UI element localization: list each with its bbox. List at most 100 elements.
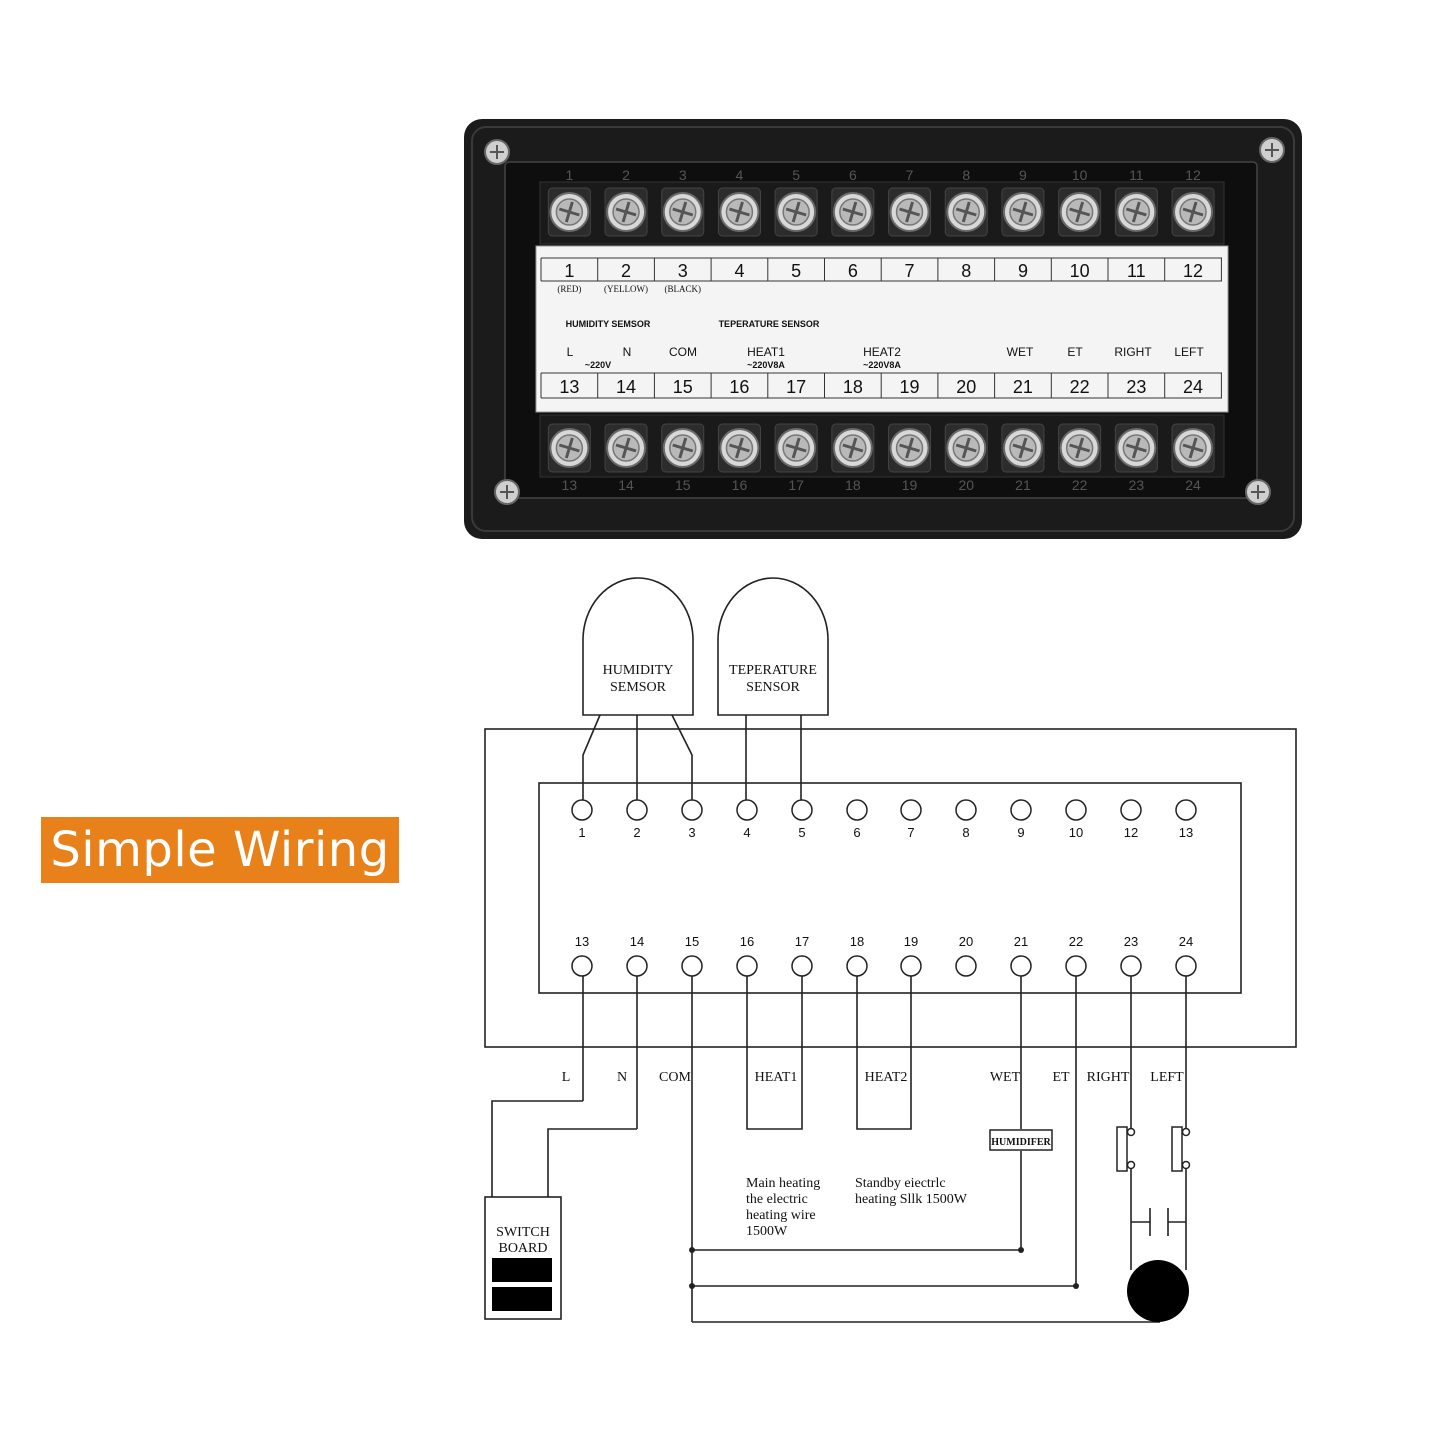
embossed-number: 2 <box>622 167 630 183</box>
embossed-number: 14 <box>618 477 634 493</box>
terminal-circle-top <box>791 799 813 821</box>
embossed-number: 19 <box>902 477 918 493</box>
terminal-number-top: 9 <box>1017 825 1024 840</box>
switch-contact <box>1126 1127 1136 1137</box>
sensor-outline <box>582 577 694 716</box>
wire-color-label: (RED) <box>557 284 581 294</box>
humidifier-label: HUMIDIFER <box>991 1137 1051 1148</box>
embossed-number: 21 <box>1015 477 1031 493</box>
terminal-number-top: 6 <box>853 825 860 840</box>
terminal-function-label: HEAT2 <box>863 345 901 359</box>
terminal-circle-top <box>955 799 977 821</box>
terminal-number-bottom: 24 <box>1179 934 1193 949</box>
humidity-wire-3 <box>671 714 693 800</box>
screw-cross <box>1069 201 1091 223</box>
switch-key <box>492 1258 552 1282</box>
screw-cross <box>842 201 864 223</box>
embossed-number: 11 <box>1129 167 1144 183</box>
housing-rim <box>471 126 1295 532</box>
voltage-label: ~220V <box>585 360 611 370</box>
plate-number-bottom: 19 <box>900 377 920 397</box>
heat1-rating-label: ~220V8A <box>747 360 785 370</box>
terminal-function-label: WET <box>1007 345 1034 359</box>
plate-number-bottom: 23 <box>1126 377 1146 397</box>
embossed-number: 12 <box>1185 167 1201 183</box>
embossed-number: 17 <box>788 477 804 493</box>
terminal-circle-top <box>681 799 703 821</box>
schematic-function-label: HEAT2 <box>865 1070 908 1085</box>
screw-cross <box>729 437 750 459</box>
screw-cross <box>955 437 977 459</box>
switch-key <box>492 1287 552 1311</box>
embossed-number: 23 <box>1129 477 1145 493</box>
terminal-number-top: 7 <box>907 825 914 840</box>
terminal-circle-bottom <box>791 955 813 977</box>
label-plate: 113214315416517618719820921102211231224(… <box>535 245 1229 413</box>
embossed-number: 16 <box>732 477 748 493</box>
schematic-function-label: WET <box>990 1070 1021 1085</box>
terminal-circle-bottom <box>681 955 703 977</box>
plate-number-bottom: 17 <box>786 377 806 397</box>
screw-cross <box>1182 437 1204 459</box>
plate-number-top: 10 <box>1070 261 1090 281</box>
label-plate-bg <box>535 245 1229 413</box>
terminal-circle-top <box>1010 799 1032 821</box>
screw-cross <box>672 201 694 223</box>
terminal-function-label: L <box>567 345 574 359</box>
junction-dot <box>1073 1283 1079 1289</box>
schematic-function-label: N <box>617 1070 627 1085</box>
terminal-number-top: 10 <box>1069 825 1083 840</box>
terminal-circle-top <box>626 799 648 821</box>
screw-cross <box>615 437 637 459</box>
plate-number-bottom: 13 <box>559 377 579 397</box>
plate-number-bottom: 21 <box>1013 377 1033 397</box>
screw-slot <box>1265 143 1279 157</box>
plate-number-bottom: 15 <box>673 377 693 397</box>
embossed-number: 15 <box>675 477 691 493</box>
embossed-number: 13 <box>562 477 578 493</box>
plate-number-top: 4 <box>734 261 744 281</box>
screw-slot <box>1251 485 1265 499</box>
terminal-circle-bottom <box>571 955 593 977</box>
screw-cross <box>842 437 864 459</box>
terminal-circle-bottom <box>900 955 922 977</box>
plate-number-top: 5 <box>791 261 801 281</box>
screw-cross <box>1012 201 1034 223</box>
junction-dot <box>689 1247 695 1253</box>
terminal-number-top: 4 <box>743 825 750 840</box>
terminal-function-label: N <box>623 345 632 359</box>
plate-number-top: 1 <box>564 261 574 281</box>
screw-slot <box>500 485 514 499</box>
terminal-number-top: 2 <box>633 825 640 840</box>
schematic-function-label: L <box>562 1070 571 1085</box>
terminal-number-top: 8 <box>962 825 969 840</box>
plate-number-top: 9 <box>1018 261 1028 281</box>
screw-cross <box>729 201 750 223</box>
main-heating-note: heating wire <box>746 1208 816 1223</box>
terminal-circle-top <box>1120 799 1142 821</box>
plate-number-bottom: 22 <box>1070 377 1090 397</box>
terminal-number-bottom: 16 <box>740 934 754 949</box>
embossed-number: 4 <box>736 167 744 183</box>
screw-cross <box>955 201 977 223</box>
embossed-number: 9 <box>1019 167 1027 183</box>
limit-switch <box>1116 1126 1128 1172</box>
limit-switch <box>1171 1126 1183 1172</box>
terminal-circle-bottom <box>1065 955 1087 977</box>
terminal-circle-top <box>571 799 593 821</box>
sensor-label-line2: SENSOR <box>746 680 800 695</box>
terminal-circle-bottom <box>1120 955 1142 977</box>
terminal-number-bottom: 20 <box>959 934 973 949</box>
humidity-wire-1 <box>582 714 601 800</box>
main-heating-note: Main heating <box>746 1176 820 1191</box>
plate-number-bottom: 24 <box>1183 377 1203 397</box>
switch-board-label-line2: BOARD <box>498 1241 547 1256</box>
terminal-circle-bottom <box>736 955 758 977</box>
embossed-number: 8 <box>962 167 970 183</box>
embossed-number: 7 <box>906 167 914 183</box>
main-heating-note: the electric <box>746 1192 808 1207</box>
terminal-circle-bottom <box>1010 955 1032 977</box>
plate-number-bottom: 20 <box>956 377 976 397</box>
standby-heating-note: heating Sllk 1500W <box>855 1192 968 1207</box>
